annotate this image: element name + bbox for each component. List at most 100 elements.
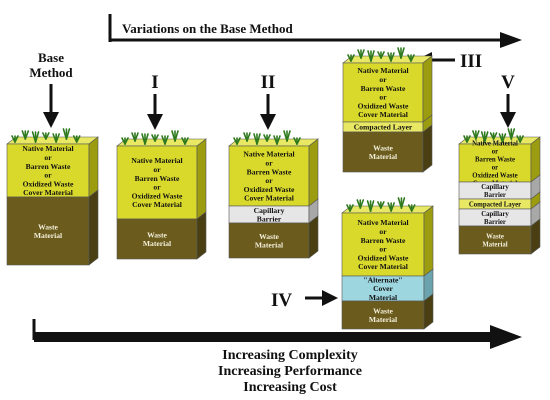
increasing-arrow (32, 319, 522, 349)
waste-label-text: Waste (373, 306, 393, 315)
base-label-line2: Method (29, 65, 73, 80)
cover-label-text: Native Material (357, 218, 408, 227)
cover-label-text: Cover Material (358, 110, 408, 119)
waste-label-text: Material (369, 152, 397, 161)
cover-label-text: Cover Material (23, 188, 73, 197)
compacted-label-text: Compacted Layer (469, 201, 521, 208)
column-top-face (6, 136, 99, 145)
variation-iv-text: IV (271, 290, 292, 311)
cover-label-text: or (44, 171, 52, 180)
variations-heading: Variations on the Base Method (122, 21, 293, 36)
waste-label-text: Waste (486, 233, 504, 240)
waste-label-text: Material (255, 241, 283, 250)
variation-ii-text: II (261, 72, 276, 93)
cover-label-text: Cover Material (244, 194, 294, 203)
variation-iv-label: IV (271, 290, 338, 311)
cover-label-text: or (265, 176, 273, 185)
cover-label-text: Barren Waste (475, 156, 515, 163)
base-method-label: Base Method (29, 50, 73, 128)
variations-arrow: Variations on the Base Method (108, 14, 522, 48)
variation-iii-text: III (460, 51, 482, 72)
column-top-face (341, 205, 434, 214)
waste-label-text: Waste (259, 232, 279, 241)
cover-label-text: Oxidized Waste (132, 191, 183, 200)
increasing-performance: Increasing Performance (218, 364, 362, 379)
cover-label-text: Oxidized Waste (23, 179, 74, 188)
vegetation-icon (233, 130, 301, 145)
cover-label-text: Native Material (472, 140, 518, 147)
increasing-complexity: Increasing Complexity (222, 348, 357, 363)
cover-label-text: Native Material (243, 150, 294, 159)
column-top-face (342, 55, 433, 64)
cover-label-text: or (379, 227, 387, 236)
capillary-label-text: Capillary (481, 211, 509, 218)
alternate-label-text: "Alternate" (363, 275, 402, 284)
cover-label-text: or (379, 245, 387, 254)
capillary-label-text: Capillary (254, 206, 285, 215)
variation-v-label: V (500, 72, 516, 128)
vegetation-icon (11, 128, 81, 143)
cover-label-text: Barren Waste (247, 167, 292, 176)
variation-i-label: I (147, 72, 163, 130)
cover-label-text: or (492, 164, 498, 171)
base-label-line1: Base (38, 50, 64, 65)
variation-i-text: I (151, 72, 158, 93)
compacted-label-text: Compacted Layer (354, 123, 413, 132)
waste-label-text: Material (369, 315, 397, 324)
cover-label-text: Native Material (22, 144, 73, 153)
column-top-face (228, 138, 319, 147)
cover-label-text: Barren Waste (135, 174, 180, 183)
waste-label-text: Waste (373, 143, 393, 152)
cover-label-text: Oxidized Waste (472, 172, 517, 179)
column-top-face (116, 138, 207, 147)
cover-label-text: Barren Waste (361, 236, 406, 245)
cover-label-text: or (44, 153, 52, 162)
alternate-label-text: Cover (373, 284, 393, 293)
vegetation-icon (346, 197, 416, 212)
waste-label-text: Material (482, 241, 507, 248)
cover-label-text: or (379, 93, 387, 102)
cover-label-text: or (265, 158, 273, 167)
waste-label-text: Material (143, 239, 171, 248)
cover-label-text: Oxidized Waste (358, 253, 409, 262)
waste-label-text: Waste (38, 222, 58, 231)
increasing-cost: Increasing Cost (243, 380, 337, 395)
cover-label-text: or (379, 75, 387, 84)
cover-label-text: Cover Material (358, 262, 408, 271)
variation-v-text: V (501, 72, 515, 93)
cover-label-text: Oxidized Waste (358, 101, 409, 110)
cover-label-text: or (492, 148, 498, 155)
cover-label-text: Cover Material (132, 200, 182, 209)
alternate-label-text: Material (369, 293, 397, 302)
cover-label-text: or (153, 165, 161, 174)
cover-label-text: Native Material (131, 156, 182, 165)
variation-ii-label: II (260, 72, 276, 130)
cover-label-text: Oxidized Waste (244, 185, 295, 194)
capillary-label-text: Capillary (481, 184, 509, 191)
capillary-label-text: Barrier (257, 215, 282, 224)
capillary-label-text: Barrier (484, 192, 506, 199)
vegetation-icon (347, 47, 415, 62)
waste-label-text: Material (34, 231, 62, 240)
cover-label-text: Barren Waste (361, 84, 406, 93)
cover-label-text: Barren Waste (26, 162, 71, 171)
